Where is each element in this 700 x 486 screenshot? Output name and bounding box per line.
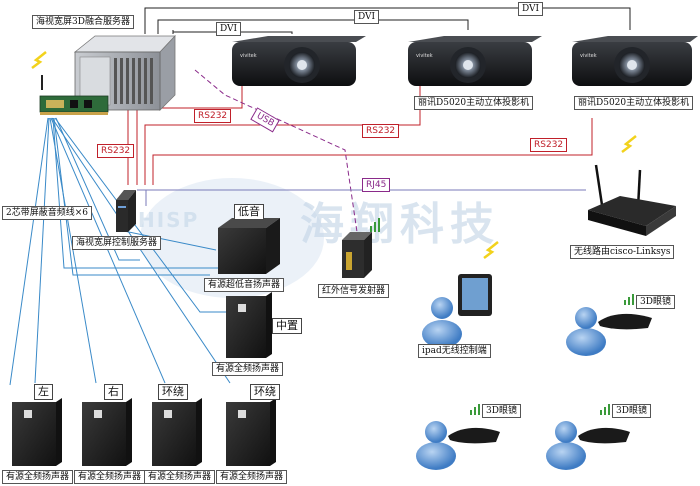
speaker-surround-2 bbox=[226, 398, 276, 466]
rj45-label: RJ45 bbox=[362, 178, 391, 192]
projector-2-label: 丽讯D5020主动立体投影机 bbox=[414, 96, 534, 110]
rs232-label-1: RS232 bbox=[194, 109, 232, 123]
dvi-label-1: DVI bbox=[216, 22, 242, 36]
audio-card bbox=[39, 95, 109, 115]
user-glasses-3 bbox=[546, 421, 630, 470]
fusion-server-label: 海视宽屏3D融合服务器 bbox=[32, 15, 134, 29]
center-speaker bbox=[226, 292, 272, 358]
rs232-label-3: RS232 bbox=[362, 124, 400, 138]
glasses-label-2: 3D眼镜 bbox=[482, 404, 521, 418]
projector-3: vivitek bbox=[572, 36, 698, 86]
glasses-label-1: 3D眼镜 bbox=[636, 295, 675, 309]
rs232-label-4: RS232 bbox=[530, 138, 568, 152]
projector-2: vivitek bbox=[408, 36, 542, 86]
speaker-right bbox=[82, 398, 132, 466]
left-tag: 左 bbox=[34, 384, 53, 400]
control-server-label: 海视宽屏控制服务器 bbox=[72, 236, 162, 250]
speaker-surround-1 bbox=[152, 398, 202, 466]
dvi-label-2: DVI bbox=[354, 10, 380, 24]
ir-emitter bbox=[342, 218, 380, 278]
projector-3-label: 丽讯D5020主动立体投影机 bbox=[574, 96, 694, 110]
speaker-left bbox=[12, 398, 62, 466]
surround-tag-2: 环绕 bbox=[250, 384, 280, 400]
rs232-label-2: RS232 bbox=[97, 144, 135, 158]
surround-1-label: 有源全频扬声器 bbox=[144, 470, 216, 484]
svg-text:vivitek: vivitek bbox=[416, 53, 433, 59]
user-glasses-1 bbox=[566, 307, 652, 356]
audio-cables bbox=[9, 117, 232, 386]
svg-text:vivitek: vivitek bbox=[580, 53, 597, 59]
left-speaker-label: 有源全频扬声器 bbox=[2, 470, 74, 484]
ipad-user bbox=[422, 297, 462, 348]
ipad-label: ipad无线控制端 bbox=[418, 344, 491, 358]
right-tag: 右 bbox=[104, 384, 123, 400]
watermark-company: 海翔科技 bbox=[300, 199, 500, 250]
dvi-label-3: DVI bbox=[518, 2, 544, 16]
subwoofer bbox=[218, 218, 280, 274]
projector-1: vivitek bbox=[232, 36, 366, 86]
user-glasses-2 bbox=[416, 421, 500, 470]
surround-2-label: 有源全频扬声器 bbox=[216, 470, 288, 484]
wireless-router bbox=[588, 135, 676, 236]
surround-tag-1: 环绕 bbox=[158, 384, 188, 400]
right-speaker-label: 有源全频扬声器 bbox=[74, 470, 146, 484]
usb-cable bbox=[194, 69, 358, 233]
center-label: 有源全频扬声器 bbox=[212, 362, 284, 376]
ir-emitter-label: 红外信号发射器 bbox=[318, 284, 390, 298]
svg-text:vivitek: vivitek bbox=[240, 53, 257, 59]
control-server bbox=[116, 190, 136, 232]
center-tag: 中置 bbox=[272, 318, 302, 334]
subwoofer-tag: 低音 bbox=[234, 204, 264, 220]
audio-cable-label: 2芯带屏蔽音频线×6 bbox=[2, 206, 92, 220]
ipad-tablet bbox=[458, 274, 492, 316]
wireless-antenna bbox=[31, 51, 47, 90]
watermark-latin: HISP bbox=[138, 208, 200, 232]
router-label: 无线路由cisco-Linksys bbox=[570, 245, 675, 259]
glasses-label-3: 3D眼镜 bbox=[612, 404, 651, 418]
subwoofer-label: 有源超低音扬声器 bbox=[204, 278, 285, 292]
